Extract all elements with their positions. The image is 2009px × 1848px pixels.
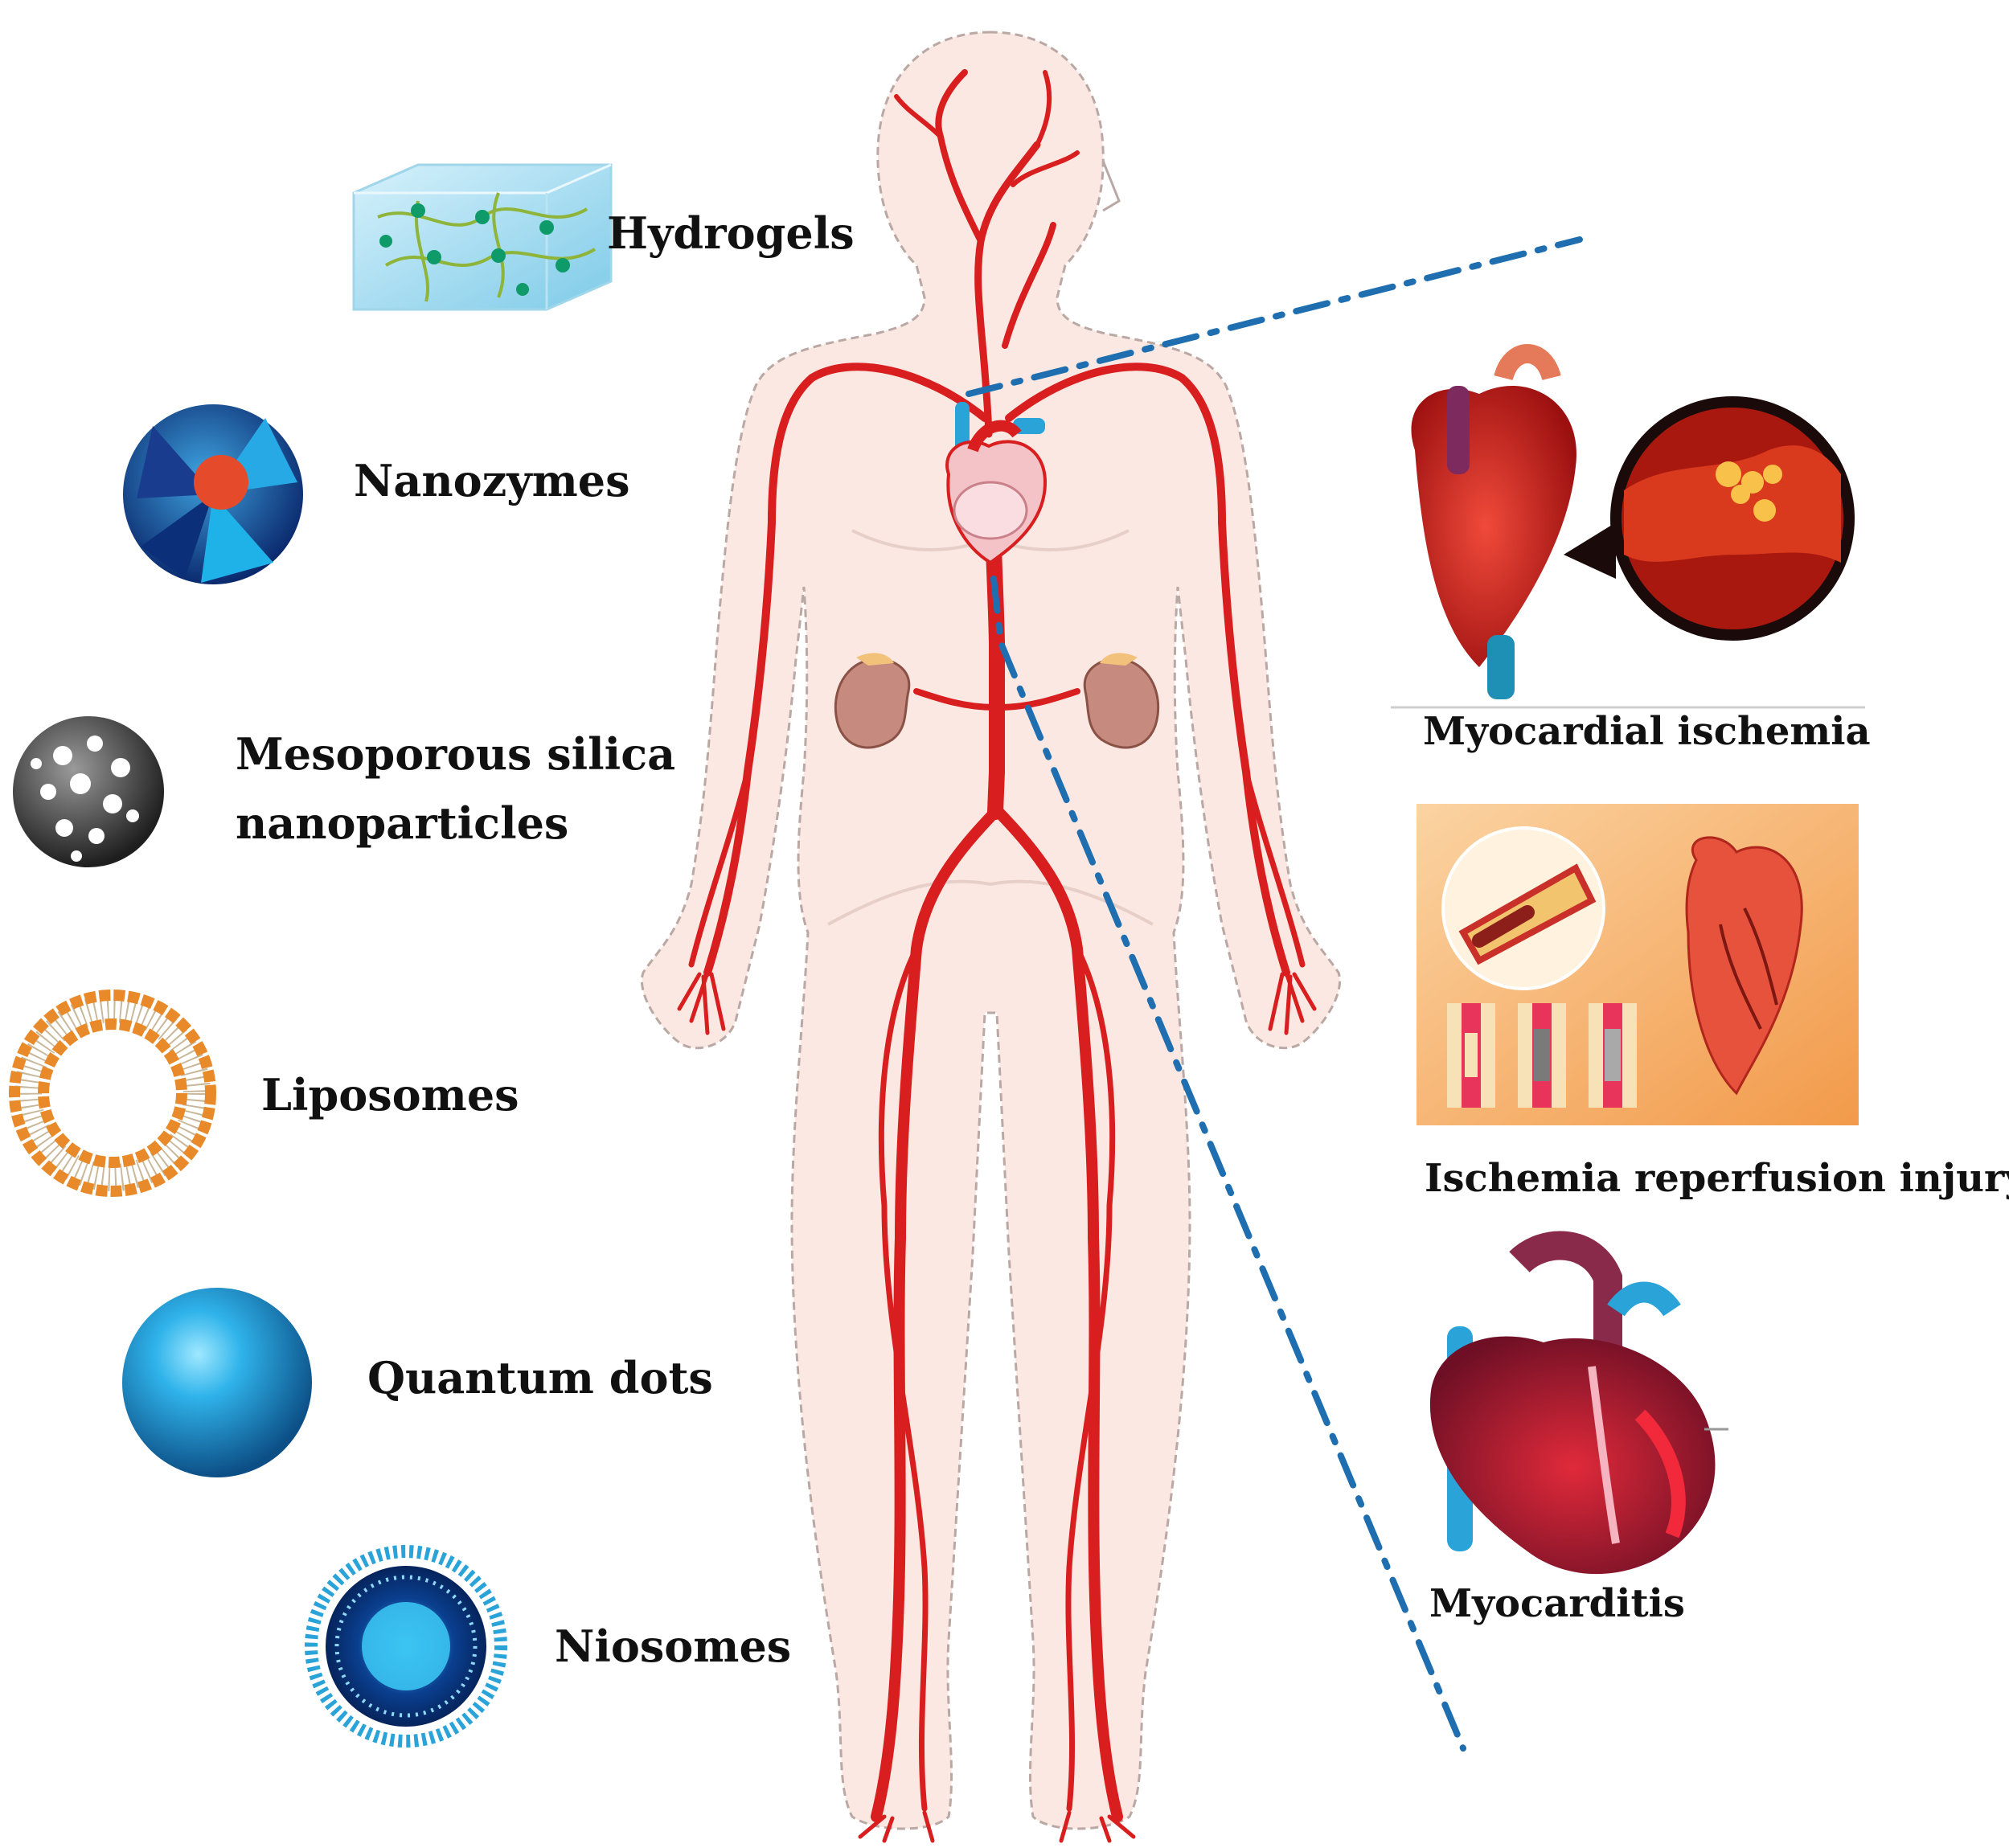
label-niosomes: Niosomes bbox=[555, 1621, 792, 1672]
body-silhouette bbox=[640, 31, 1342, 1830]
label-msn: Mesoporous silica nanoparticles bbox=[236, 719, 675, 858]
label-msn-line1: Mesoporous silica bbox=[236, 728, 676, 780]
torso-heart bbox=[945, 402, 1048, 565]
label-nanozymes: Nanozymes bbox=[354, 455, 630, 506]
niosome-sphere-icon bbox=[305, 1545, 507, 1748]
arterial-tree bbox=[677, 69, 1317, 1843]
leader-line-bottom bbox=[990, 576, 1466, 1752]
label-myocardial-ischemia: Myocardial ischemia bbox=[1423, 709, 1871, 754]
pelvis-contour bbox=[827, 879, 1154, 926]
human-body bbox=[640, 31, 1342, 1830]
label-ischemia-reperfusion: Ischemia reperfusion injury bbox=[1425, 1156, 2009, 1201]
label-hydrogels: Hydrogels bbox=[607, 207, 855, 259]
leader-lines bbox=[966, 236, 1583, 1752]
heart-cross-section-icon bbox=[1429, 1231, 1728, 1575]
leader-line-top bbox=[966, 236, 1583, 397]
label-myocarditis: Myocarditis bbox=[1429, 1581, 1685, 1626]
nanozyme-sphere-icon bbox=[123, 404, 303, 584]
head-profile bbox=[1101, 160, 1121, 212]
porous-sphere-icon bbox=[13, 716, 164, 867]
ischemic-heart-icon bbox=[1391, 344, 1865, 709]
hydrogel-block-icon bbox=[352, 163, 613, 311]
stent-heart-icon bbox=[1417, 804, 1859, 1125]
liposome-ring-icon bbox=[9, 990, 216, 1197]
label-quantum-dots: Quantum dots bbox=[367, 1352, 713, 1403]
label-msn-line2: nanoparticles bbox=[236, 797, 569, 849]
label-liposomes: Liposomes bbox=[261, 1069, 519, 1121]
kidneys bbox=[834, 653, 1160, 749]
blue-sphere-icon bbox=[122, 1288, 312, 1477]
